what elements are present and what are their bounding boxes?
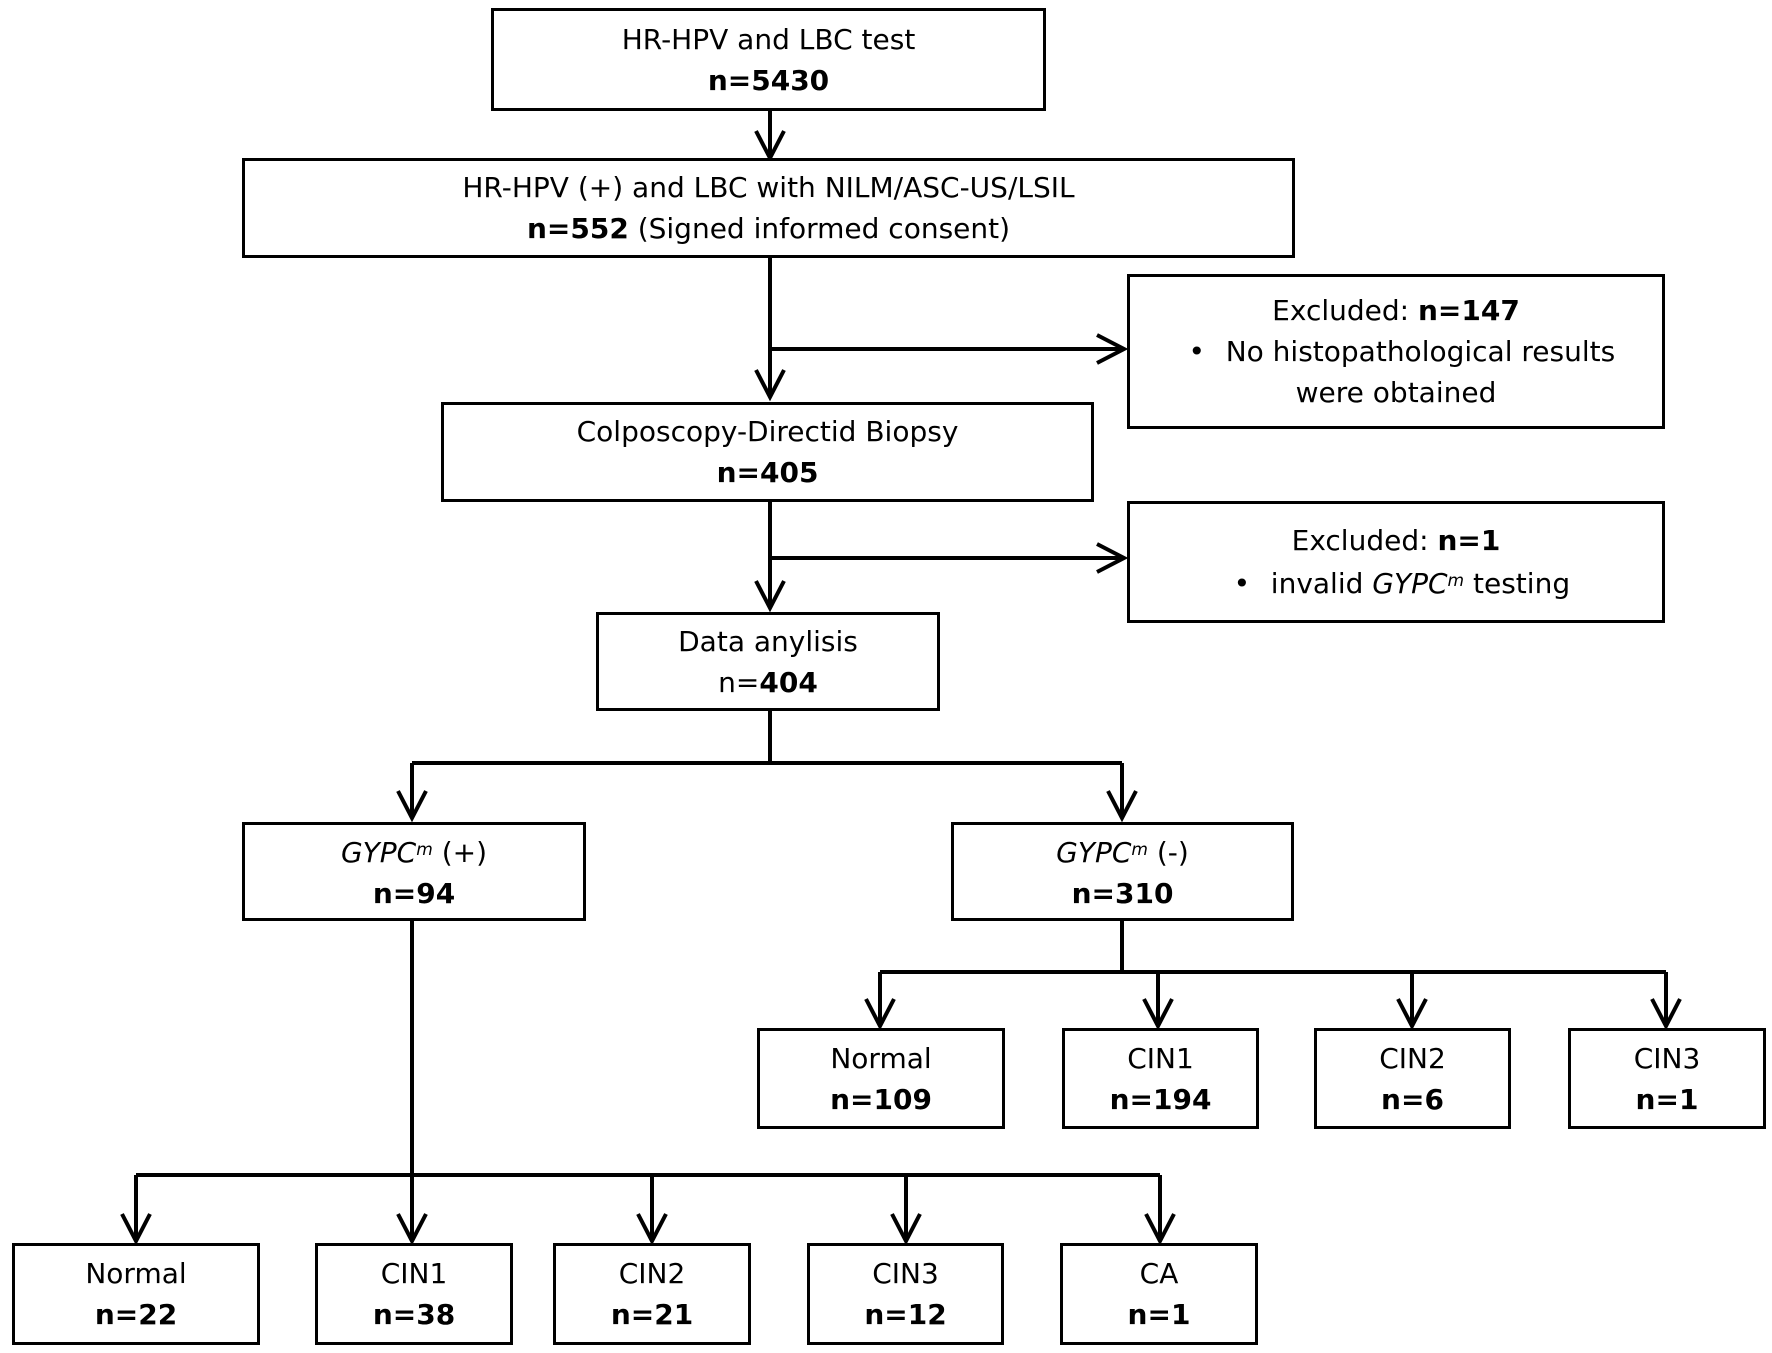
excluded-box-1: Excluded: n=147 • No histopathological r… [1127,274,1665,429]
start-box: HR-HPV and LBC test n=5430 [491,8,1046,111]
gypc-positive-gene-sup: m [416,839,433,860]
gypc-positive-count: n=94 [372,876,456,910]
outcome-count: n=109 [830,1082,932,1116]
gypc-negative-sign: (-) [1156,835,1189,869]
analysis-box: Data anylisis n=404 [596,612,940,711]
gypc-negative-gene-sup: m [1131,839,1148,860]
outcome-label: CA [1139,1257,1179,1290]
outcome-count: n=12 [864,1298,947,1331]
hpv-positive-box: HR-HPV (+) and LBC with NILM/ASC-US/LSIL… [242,158,1295,258]
hpv-positive-note: (Signed informed consent) [637,212,1011,245]
excluded-1-reason-line2: were obtained [1295,376,1497,409]
gypc-negative-box: GYPCm (-) n=310 [951,822,1294,921]
excluded-2-reason-pre: invalid [1270,567,1364,600]
neg-outcome-cin1: CIN1 n=194 [1062,1028,1259,1129]
outcome-label: CIN2 [618,1257,686,1290]
gypc-positive-gene: GYPC [340,835,417,869]
hpv-positive-count: n=552 [526,212,629,245]
excluded-1-reason-line1: No histopathological results [1225,335,1616,368]
analysis-count-value: 404 [759,665,818,699]
gypc-negative-gene: GYPC [1056,835,1132,869]
outcome-label: Normal [85,1257,187,1290]
pos-outcome-cin3: CIN3 n=12 [807,1243,1004,1345]
excluded-2-gene: GYPC [1372,567,1448,600]
outcome-count: n=38 [372,1298,456,1331]
outcome-label: CIN3 [1633,1041,1701,1075]
bullet-icon: • [1188,335,1206,368]
excluded-1-reason: • No histopathological results [1177,331,1616,372]
start-label: HR-HPV and LBC test [621,22,916,56]
biopsy-label: Colposcopy-Directid Biopsy [576,415,959,448]
pos-outcome-cin1: CIN1 n=38 [315,1243,513,1345]
outcome-count: n=6 [1381,1082,1444,1116]
analysis-count: n=404 [718,662,818,703]
biopsy-box: Colposcopy-Directid Biopsy n=405 [441,402,1094,502]
analysis-count-prefix: n= [718,665,760,699]
outcome-count: n=1 [1635,1082,1699,1116]
outcome-label: CIN3 [872,1257,939,1290]
excluded-2-reason-post: testing [1473,567,1571,600]
excluded-2-gene-sup: m [1447,571,1465,591]
excluded-2-count: n=1 [1437,524,1501,557]
pos-outcome-cin2: CIN2 n=21 [553,1243,751,1345]
outcome-count: n=22 [94,1298,178,1331]
gypc-negative-count: n=310 [1071,876,1174,910]
hpv-positive-label: HR-HPV (+) and LBC with NILM/ASC-US/LSIL [462,171,1075,204]
pos-outcome-normal: Normal n=22 [12,1243,260,1345]
outcome-count: n=1 [1127,1298,1191,1331]
hpv-positive-count-line: n=552 (Signed informed consent) [527,208,1010,249]
gypc-positive-label: GYPCm (+) [341,830,487,873]
excluded-1-count: n=147 [1417,294,1520,327]
excluded-1-label: Excluded: [1272,294,1410,327]
pos-outcome-ca: CA n=1 [1060,1243,1258,1345]
outcome-label: CIN1 [1127,1041,1194,1075]
start-count: n=5430 [707,63,830,97]
gypc-negative-label: GYPCm (-) [1056,830,1189,873]
outcome-label: CIN1 [380,1257,448,1290]
gypc-positive-sign: (+) [441,835,488,869]
excluded-box-2: Excluded: n=1 • invalid GYPCm testing [1127,501,1665,623]
analysis-label: Data anylisis [678,624,858,658]
outcome-label: CIN2 [1379,1041,1446,1075]
outcome-label: Normal [830,1041,932,1075]
excluded-2-label: Excluded: [1291,524,1429,557]
bullet-icon: • [1233,567,1251,600]
outcome-count: n=194 [1109,1082,1212,1116]
neg-outcome-normal: Normal n=109 [757,1028,1005,1129]
excluded-2-header: Excluded: n=1 [1292,520,1501,561]
neg-outcome-cin3: CIN3 n=1 [1568,1028,1766,1129]
excluded-2-reason: • invalid GYPCm testing [1222,561,1570,604]
outcome-count: n=21 [610,1298,694,1331]
excluded-1-header: Excluded: n=147 [1272,290,1520,331]
gypc-positive-box: GYPCm (+) n=94 [242,822,586,921]
biopsy-count: n=405 [716,456,819,489]
neg-outcome-cin2: CIN2 n=6 [1314,1028,1511,1129]
